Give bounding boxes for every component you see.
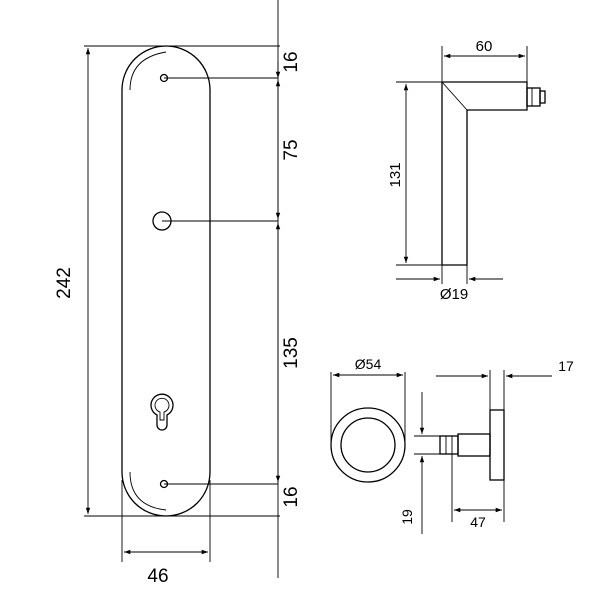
handle-body — [441, 81, 528, 266]
dim-label-key-to-bottom: 135 — [281, 337, 302, 369]
dim-label-projection: 60 — [476, 38, 493, 55]
dim-label-handle-height: 131 — [387, 162, 404, 187]
dim-label-rosette-thickness: 17 — [558, 358, 574, 374]
rosette-side-view: 17 19 47 — [399, 358, 574, 534]
rosette-plate-profile — [489, 409, 505, 481]
dim-label-height-total: 242 — [54, 267, 75, 299]
handle-side-view: 60 131 Ø19 — [387, 38, 546, 303]
rosette-outer-ring — [330, 407, 406, 483]
rosette-inner-ring — [340, 417, 396, 473]
handle-bend-line — [441, 81, 468, 111]
handle-spindle-tip — [539, 90, 546, 104]
dim-label-rosette-diameter: Ø54 — [355, 356, 382, 372]
back-plate-outline — [121, 45, 211, 517]
dim-label-bottom-hole: 16 — [281, 486, 302, 507]
dim-label-spindle-width: 19 — [399, 509, 415, 525]
dim-label-width: 46 — [147, 566, 168, 587]
back-plate-inner-edge — [129, 51, 167, 511]
dim-label-top-to-spindle: 16 — [281, 51, 302, 72]
dim-label-spindle-to-key: 75 — [281, 139, 302, 160]
rosette-spindle — [439, 435, 459, 455]
rosette-neck — [457, 433, 491, 457]
dim-label-depth: 47 — [470, 514, 486, 530]
key-hole — [150, 393, 174, 431]
key-hole-inner — [154, 397, 170, 421]
dim-label-handle-diameter: Ø19 — [440, 286, 468, 303]
back-plate-view: 242 46 16 75 135 16 — [54, 0, 302, 587]
handle-spindle — [526, 87, 541, 107]
rosette-front-view: Ø54 — [330, 356, 406, 483]
